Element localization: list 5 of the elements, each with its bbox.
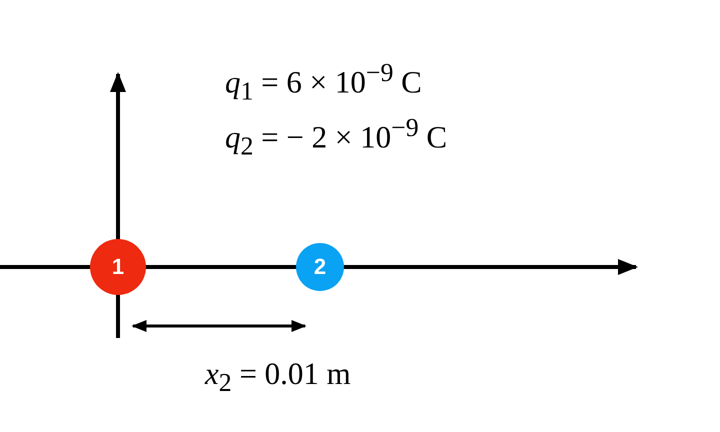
equation-label: x$_{2}$ = 0.01 m (205, 356, 351, 398)
charge-circle: 1 (90, 239, 146, 295)
equation-label: q$_{1}$ = 6 × 10$^{−9}$ C (225, 58, 422, 107)
charge-circle: 2 (296, 243, 344, 291)
equation-label: q$_{2}$ = − 2 × 10$^{−9}$ C (225, 113, 448, 162)
